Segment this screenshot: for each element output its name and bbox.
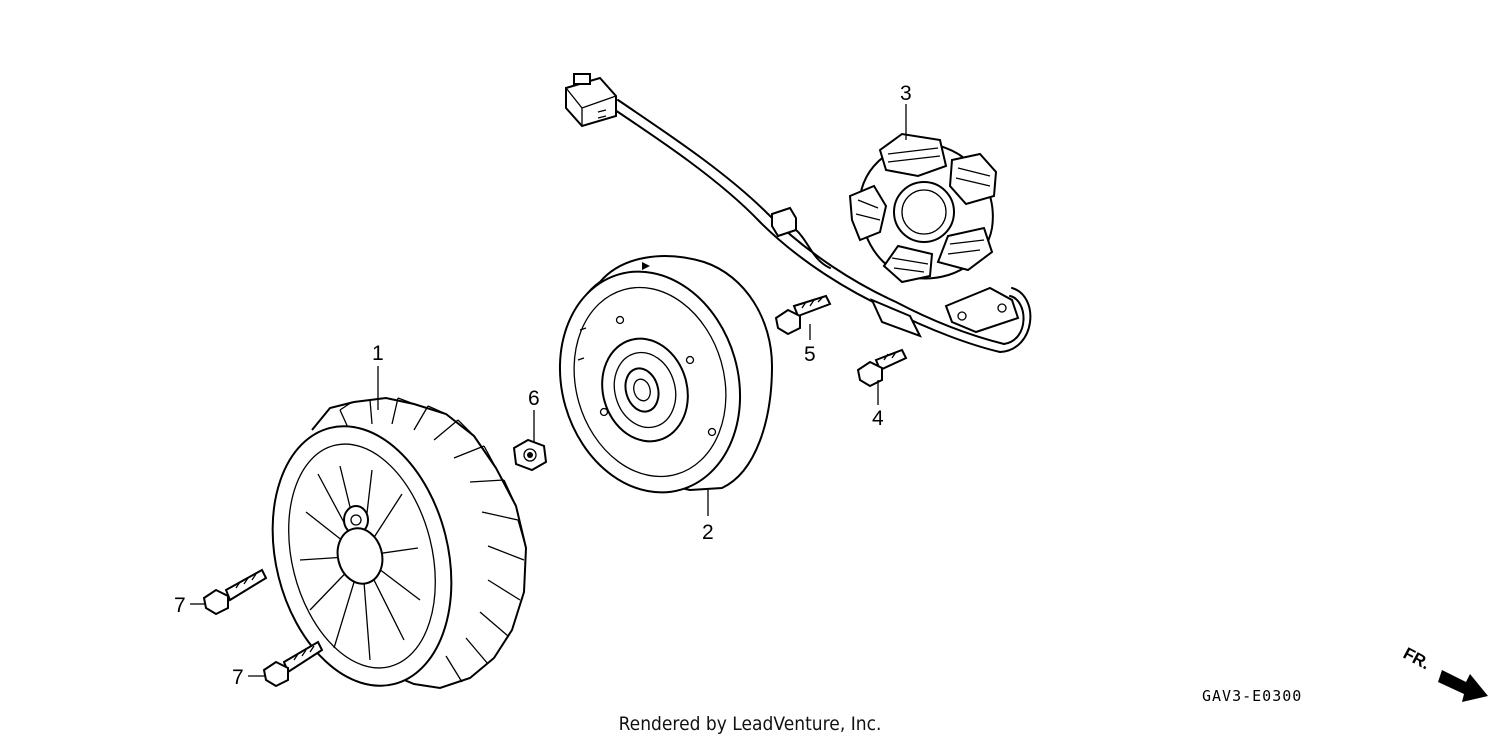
front-arrow-icon <box>1438 670 1488 702</box>
footer-credit: Rendered by LeadVenture, Inc. <box>618 713 882 735</box>
front-direction-label: FR. <box>1400 644 1433 674</box>
flange-bolt-4[interactable] <box>856 348 908 388</box>
harness-connector <box>565 73 617 128</box>
callout-5: 5 <box>804 343 816 366</box>
callout-7-upper: 7 <box>174 594 186 617</box>
flange-bolt-7-lower[interactable] <box>262 640 324 688</box>
branch-connector <box>771 206 831 269</box>
callout-3: 3 <box>900 82 912 105</box>
leader-lines <box>190 104 907 677</box>
front-direction-indicator: FR. <box>1400 644 1488 702</box>
flywheel[interactable] <box>535 250 774 514</box>
diagram-code: GAV3-E0300 <box>1202 687 1302 705</box>
cooling-fan[interactable] <box>247 396 528 705</box>
flange-bolt-5[interactable] <box>774 294 832 336</box>
stator-coil <box>848 132 998 284</box>
flange-nut[interactable] <box>512 438 548 472</box>
callout-4: 4 <box>872 407 884 430</box>
stator-assembly[interactable] <box>565 73 1032 353</box>
callout-2: 2 <box>702 521 714 544</box>
callout-7-lower: 7 <box>232 666 244 689</box>
callout-6: 6 <box>528 387 540 410</box>
callout-1: 1 <box>372 342 384 365</box>
flange-bolt-7-upper[interactable] <box>202 568 268 616</box>
